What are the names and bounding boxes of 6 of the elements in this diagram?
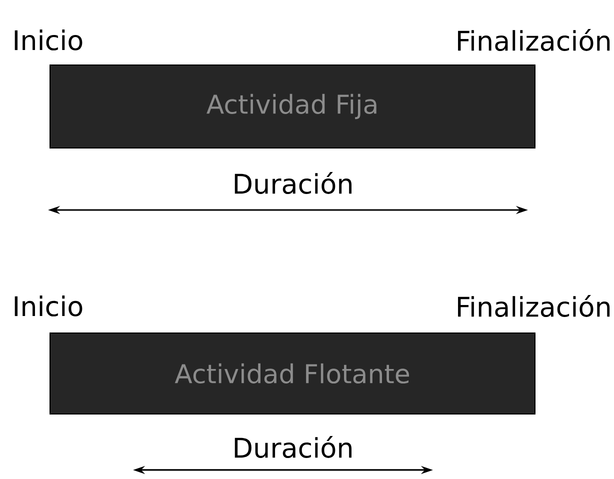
end-label: Finalización <box>458 29 610 51</box>
start-label: Inicio <box>14 30 82 50</box>
start-label: Inicio <box>14 296 82 316</box>
activity-bar: Actividad Fija <box>50 64 536 148</box>
end-label: Finalización <box>458 295 610 317</box>
activity-bar: Actividad Flotante <box>50 332 536 414</box>
